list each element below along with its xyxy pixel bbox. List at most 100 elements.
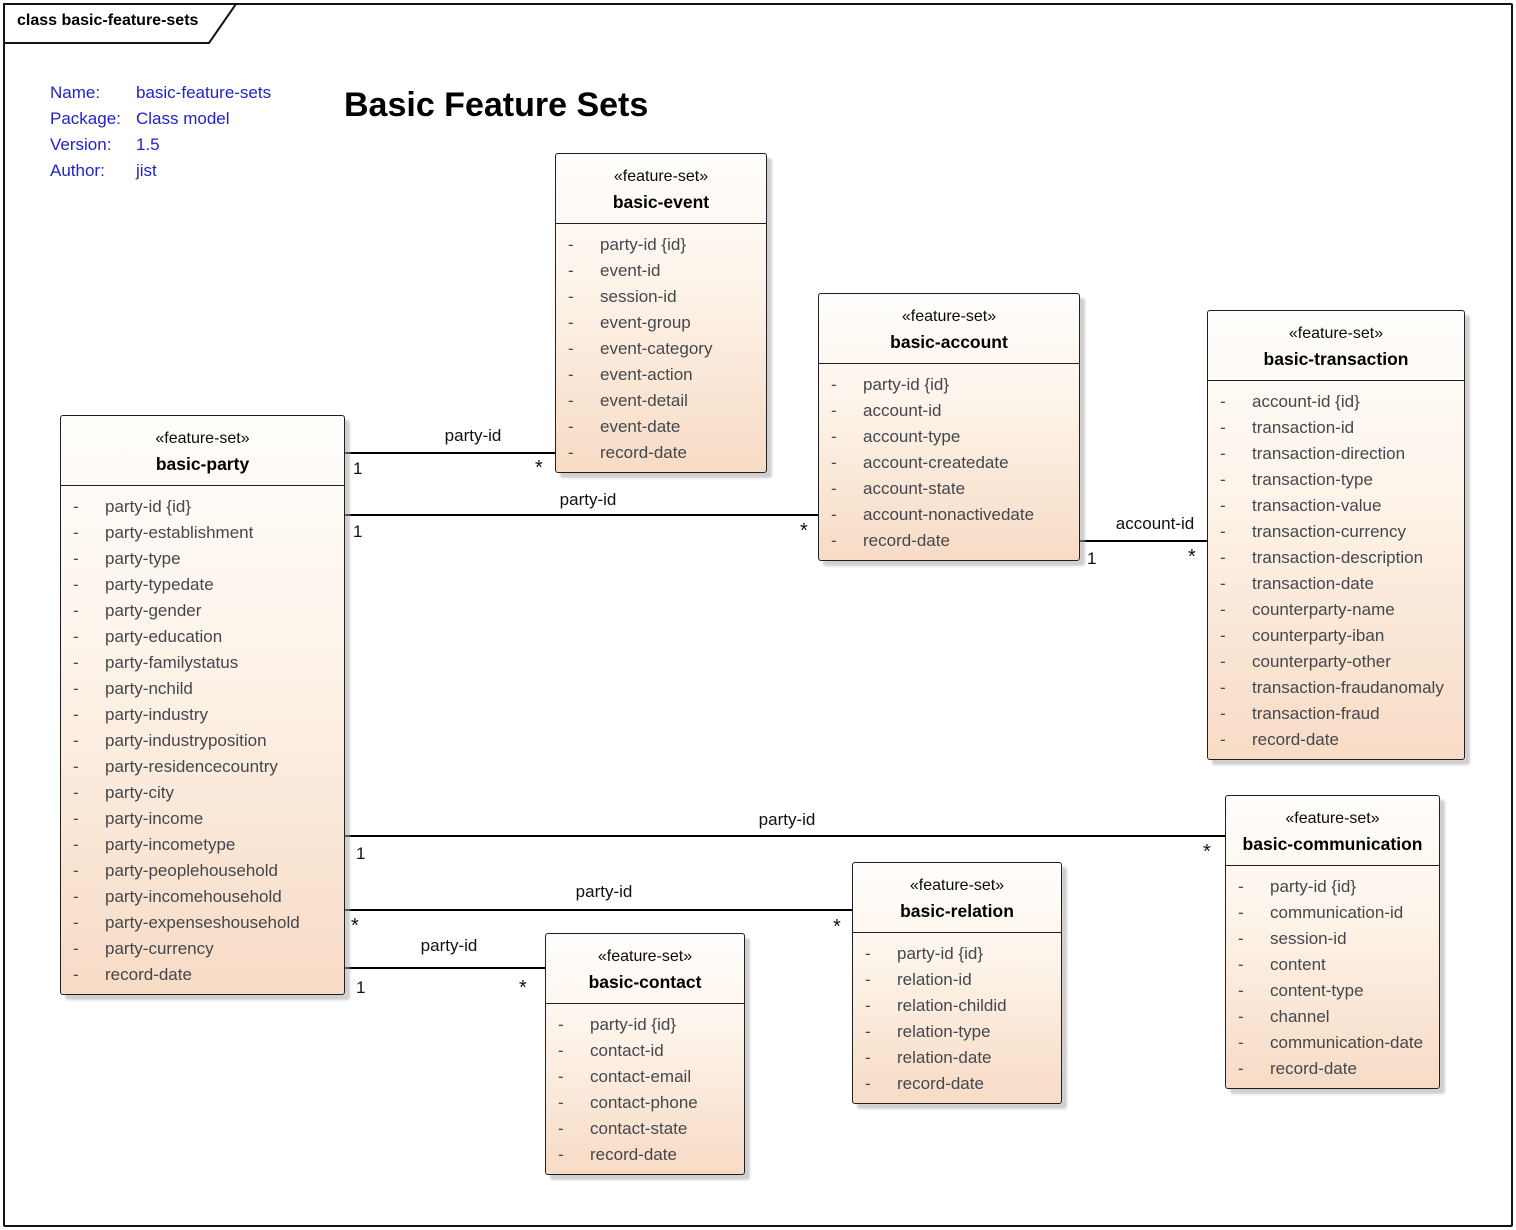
attribute-name: party-typedate (105, 575, 214, 594)
attribute-row: -record-date (556, 440, 766, 466)
class-stereotype: «feature-set» (613, 168, 709, 185)
visibility-dash: - (73, 835, 79, 854)
attribute-row: -transaction-direction (1208, 441, 1464, 467)
class-header: «feature-set»basic-transaction (1208, 311, 1464, 381)
meta-row-version: Version: 1.5 (50, 132, 271, 158)
attribute-row: -record-date (1226, 1056, 1439, 1082)
visibility-dash: - (1220, 574, 1226, 593)
meta-row-author: Author: jist (50, 158, 271, 184)
attribute-row: -session-id (1226, 926, 1439, 952)
attribute-list: -party-id {id}-account-id-account-type-a… (819, 364, 1079, 560)
edge-source-multiplicity: * (351, 915, 359, 937)
class-basic-account[interactable]: «feature-set»basic-account-party-id {id}… (818, 293, 1080, 561)
attribute-list: -party-id {id}-event-id-session-id-event… (556, 224, 766, 472)
visibility-dash: - (558, 1041, 564, 1060)
attribute-row: -transaction-type (1208, 467, 1464, 493)
attribute-name: transaction-type (1252, 470, 1373, 489)
visibility-dash: - (73, 705, 79, 724)
visibility-dash: - (568, 339, 574, 358)
edge-basic-party-to-basic-event[interactable] (342, 452, 560, 454)
attribute-row: -communication-date (1226, 1030, 1439, 1056)
edge-label: account-id (1115, 514, 1195, 533)
class-basic-relation[interactable]: «feature-set»basic-relation-party-id {id… (852, 862, 1062, 1104)
class-basic-contact[interactable]: «feature-set»basic-contact - party-id {id}… (545, 933, 745, 1175)
edge-label: party-id (575, 882, 633, 901)
class-name: basic-transaction (1263, 349, 1409, 369)
class-name: basic-event (612, 192, 710, 212)
class-basic-communication[interactable]: «feature-set»basic-communication-party-i… (1225, 795, 1440, 1089)
edge-basic-account-to-basic-transaction[interactable] (1075, 540, 1212, 542)
attribute-row: -party-id {id} (61, 494, 344, 520)
visibility-dash: - (568, 261, 574, 280)
visibility-dash: - (73, 627, 79, 646)
diagram-frame (3, 3, 1513, 1227)
visibility-dash: - (831, 531, 837, 550)
edge-target-multiplicity: * (1188, 546, 1196, 568)
edge-basic-party-to-basic-relation[interactable] (342, 909, 857, 911)
visibility-dash: - (558, 1067, 564, 1086)
visibility-dash: - (568, 443, 574, 462)
attribute-row: -party-establishment (61, 520, 344, 546)
visibility-dash: - (865, 944, 871, 963)
attribute-row: -party-currency (61, 936, 344, 962)
attribute-name: party-incomehousehold (105, 887, 282, 906)
edge-basic-party-to-basic-communication[interactable] (342, 835, 1230, 837)
visibility-dash: - (865, 1074, 871, 1093)
attribute-row: -transaction-currency (1208, 519, 1464, 545)
attribute-row: -party-type (61, 546, 344, 572)
attribute-name: channel (1270, 1007, 1330, 1026)
visibility-dash: - (1220, 444, 1226, 463)
attribute-list: -party-id {id}-party-establishment-party… (61, 486, 344, 994)
visibility-dash: - (1238, 981, 1244, 1000)
attribute-name: relation-type (897, 1022, 991, 1041)
attribute-row: -record-date (1208, 727, 1464, 753)
class-basic-transaction[interactable]: «feature-set»basic-transaction-account-i… (1207, 310, 1465, 760)
attribute-row: -party-id {id} (1226, 874, 1439, 900)
visibility-dash: - (831, 453, 837, 472)
attribute-row: -counterparty-name (1208, 597, 1464, 623)
class-header: «feature-set»basic-party (61, 416, 344, 486)
attribute-row: -transaction-fraud (1208, 701, 1464, 727)
attribute-row: -event-action (556, 362, 766, 388)
attribute-list: -party-id {id}-communication-id-session-… (1226, 866, 1439, 1088)
attribute-name: party-industryposition (105, 731, 267, 750)
visibility-dash: - (1220, 678, 1226, 697)
class-basic-event[interactable]: «feature-set»basic-event-party-id {id}-e… (555, 153, 767, 473)
meta-package-label: Package: (50, 109, 121, 128)
visibility-dash: - (73, 757, 79, 776)
attribute-name: party-familystatus (105, 653, 239, 672)
attribute-row: -contact-id (546, 1038, 744, 1064)
attribute-name: account-id (863, 401, 942, 420)
attribute-name: record-date (1270, 1059, 1357, 1078)
attribute-name: party-id {id} (590, 1015, 676, 1034)
attribute-row: -session-id (556, 284, 766, 310)
class-header: «feature-set»basic-contact (546, 934, 744, 1004)
attribute-row: -relation-childid (853, 993, 1061, 1019)
visibility-dash: - (568, 313, 574, 332)
visibility-dash: - (1220, 392, 1226, 411)
visibility-dash: - (568, 417, 574, 436)
attribute-name: contact-email (590, 1067, 692, 1086)
edge-source-multiplicity: 1 (1087, 549, 1097, 568)
attribute-row: -party-residencecountry (61, 754, 344, 780)
class-basic-party[interactable]: «feature-set»basic-party-party-id {id}-p… (60, 415, 345, 995)
visibility-dash: - (558, 1015, 564, 1034)
attribute-row: -party-incomehousehold (61, 884, 344, 910)
edge-target-multiplicity: * (1203, 841, 1211, 863)
visibility-dash: - (73, 653, 79, 672)
visibility-dash: - (1220, 730, 1226, 749)
attribute-row: -event-group (556, 310, 766, 336)
edge-basic-party-to-basic-contact[interactable] (342, 967, 550, 969)
attribute-list: -party-id {id}-relation-id-relation-chil… (853, 933, 1061, 1103)
visibility-dash: - (831, 401, 837, 420)
edge-label: party-id (758, 810, 816, 829)
visibility-dash: - (1238, 1007, 1244, 1026)
edge-basic-party-to-basic-account[interactable] (342, 514, 823, 516)
visibility-dash: - (831, 479, 837, 498)
attribute-name: session-id (1270, 929, 1347, 948)
attribute-name: event-action (600, 365, 693, 384)
attribute-row: - party-id {id} (546, 1012, 744, 1038)
visibility-dash: - (1220, 522, 1226, 541)
attribute-name: event-date (600, 417, 681, 436)
